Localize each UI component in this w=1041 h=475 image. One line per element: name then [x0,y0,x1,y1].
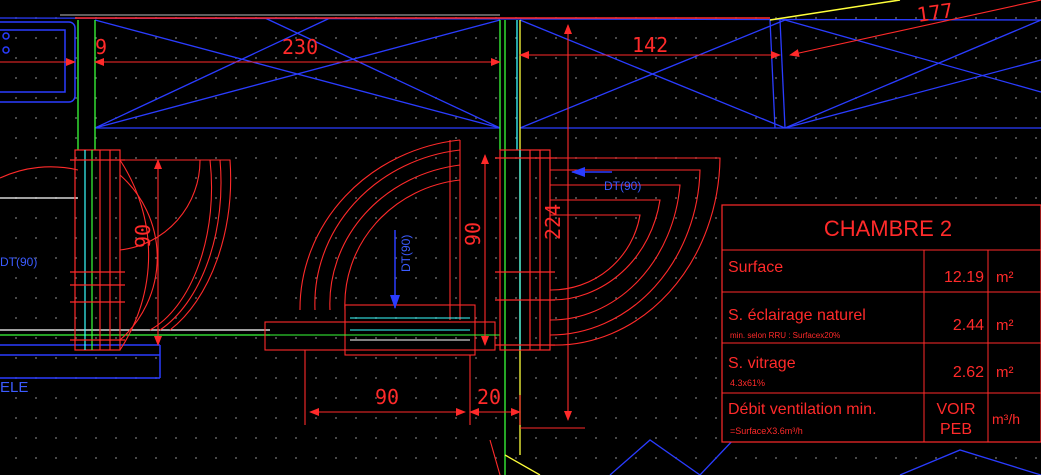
row-eclairage-note: min. selon RRU : Surfacex20% [730,331,840,340]
row-surface-label: Surface [728,259,783,276]
dt-left-tag: DT(90) [0,255,37,269]
dim-177: 177 [915,0,954,27]
dim-224: 224 [541,204,565,240]
row-surface-value: 12.19 [944,269,984,286]
left-door-swing [0,159,232,351]
row-vitrage-label: S. vitrage [728,355,796,372]
dim-90-bottom: 90 [375,385,399,409]
row-eclairage-value: 2.44 [953,317,984,334]
row-eclairage-unit: m² [996,317,1014,334]
ele-tag: ELE [0,379,28,396]
walls [0,20,541,475]
dt-mid-tag: DT(90) [399,235,413,272]
row-ventilation-unit: m³/h [992,411,1020,427]
right-window-frame [495,149,555,351]
row-ventilation-label: Débit ventilation min. [728,401,877,418]
top-beam [60,0,901,21]
roof-bracing [0,17,1041,129]
dt-right-tag: DT(90) [604,179,641,193]
row-vitrage-note: 4.3x61% [730,378,765,388]
dim-20: 20 [477,385,501,409]
left-window-frame [70,149,125,351]
dim-9: 9 [95,35,107,59]
row-eclairage-label: S. éclairage naturel [728,307,866,324]
dim-230: 230 [282,35,318,59]
left-fixture [0,21,161,379]
row-ventilation-note: =SurfaceX3.6m³/h [730,426,803,436]
row-ventilation-value-line2: PEB [940,421,972,438]
room-info-table: CHAMBRE 2 Surface 12.19 m² S. éclairage … [721,204,1041,443]
row-ventilation-value-line1: VOIR [936,401,975,418]
row-vitrage-unit: m² [996,364,1014,381]
table-title: CHAMBRE 2 [824,216,952,241]
row-surface-unit: m² [996,269,1014,286]
dim-142: 142 [632,33,668,57]
middle-door [264,139,500,356]
row-vitrage-value: 2.62 [953,364,984,381]
dim-90-mid: 90 [461,222,485,246]
dim-90-left: 90 [131,224,155,248]
